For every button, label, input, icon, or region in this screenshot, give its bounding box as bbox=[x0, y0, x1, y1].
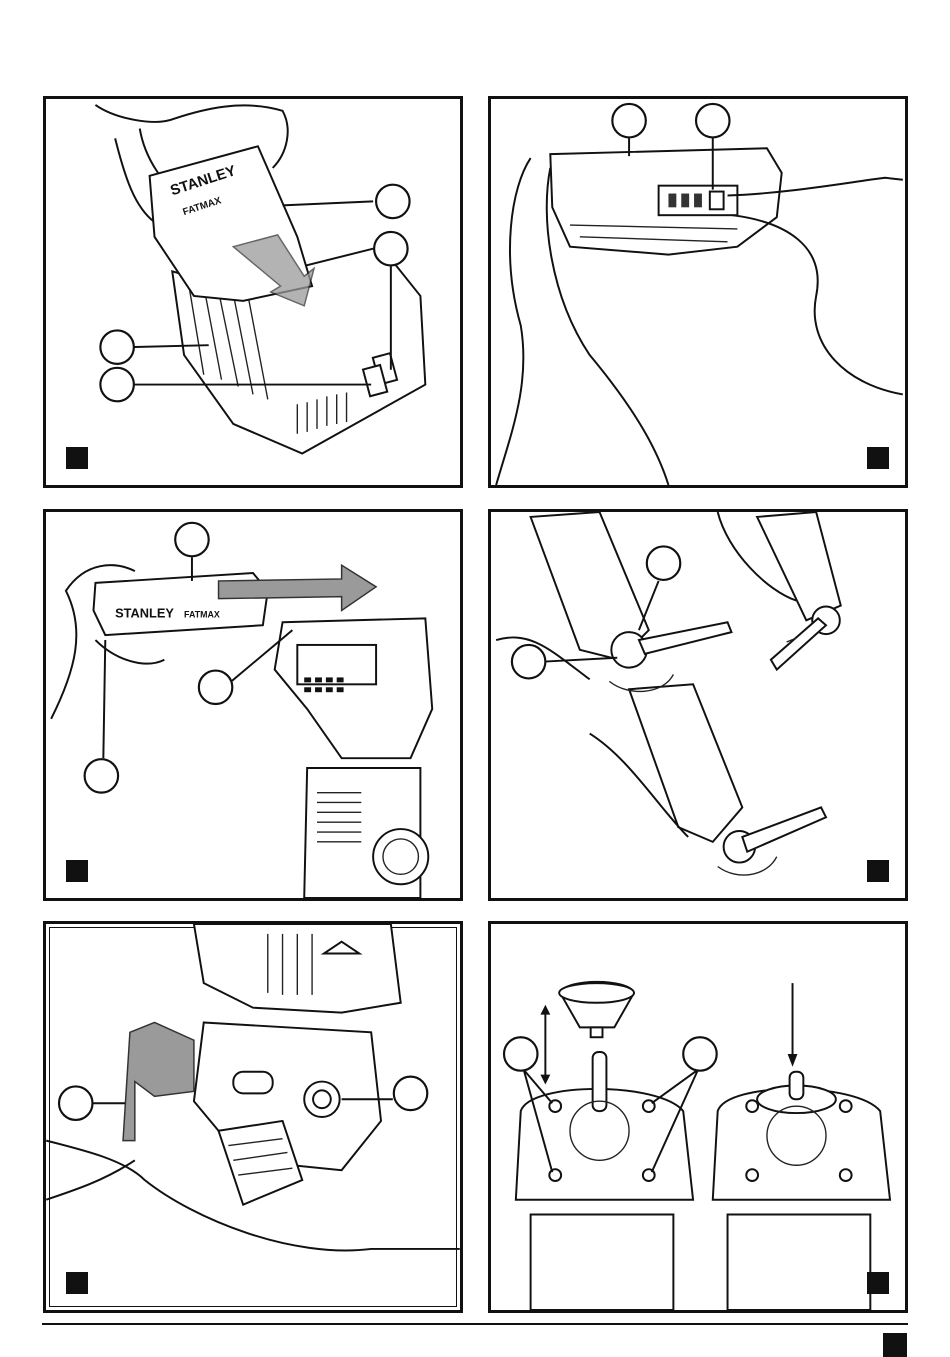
depth-lever-illustration bbox=[46, 924, 460, 1310]
figure-panel-fuel-gauge bbox=[488, 96, 908, 488]
figure-number-box bbox=[66, 447, 88, 469]
svg-text:FATMAX: FATMAX bbox=[184, 609, 220, 619]
svg-text:STANLEY: STANLEY bbox=[115, 605, 174, 620]
figure-panel-sub-base bbox=[488, 921, 908, 1313]
figure-panel-depth-lever bbox=[43, 921, 463, 1313]
figure-panel-charger: STANLEY FATMAX bbox=[43, 96, 463, 488]
figure-panel-battery-insert: STANLEY FATMAX bbox=[43, 509, 463, 901]
figure-number-box bbox=[66, 860, 88, 882]
charger-illustration: STANLEY FATMAX bbox=[46, 99, 460, 485]
sub-base-illustration bbox=[491, 924, 905, 1310]
footer-rule bbox=[42, 1323, 908, 1325]
figure-number-box bbox=[867, 447, 889, 469]
page-number-box bbox=[883, 1333, 907, 1357]
figure-number-box bbox=[66, 1272, 88, 1294]
figure-panel-collet-wrench bbox=[488, 509, 908, 901]
collet-wrench-illustration bbox=[491, 512, 905, 898]
figure-number-box bbox=[867, 860, 889, 882]
fuel-gauge-illustration bbox=[491, 99, 905, 485]
figure-number-box bbox=[867, 1272, 889, 1294]
battery-insert-illustration: STANLEY FATMAX bbox=[46, 512, 460, 898]
